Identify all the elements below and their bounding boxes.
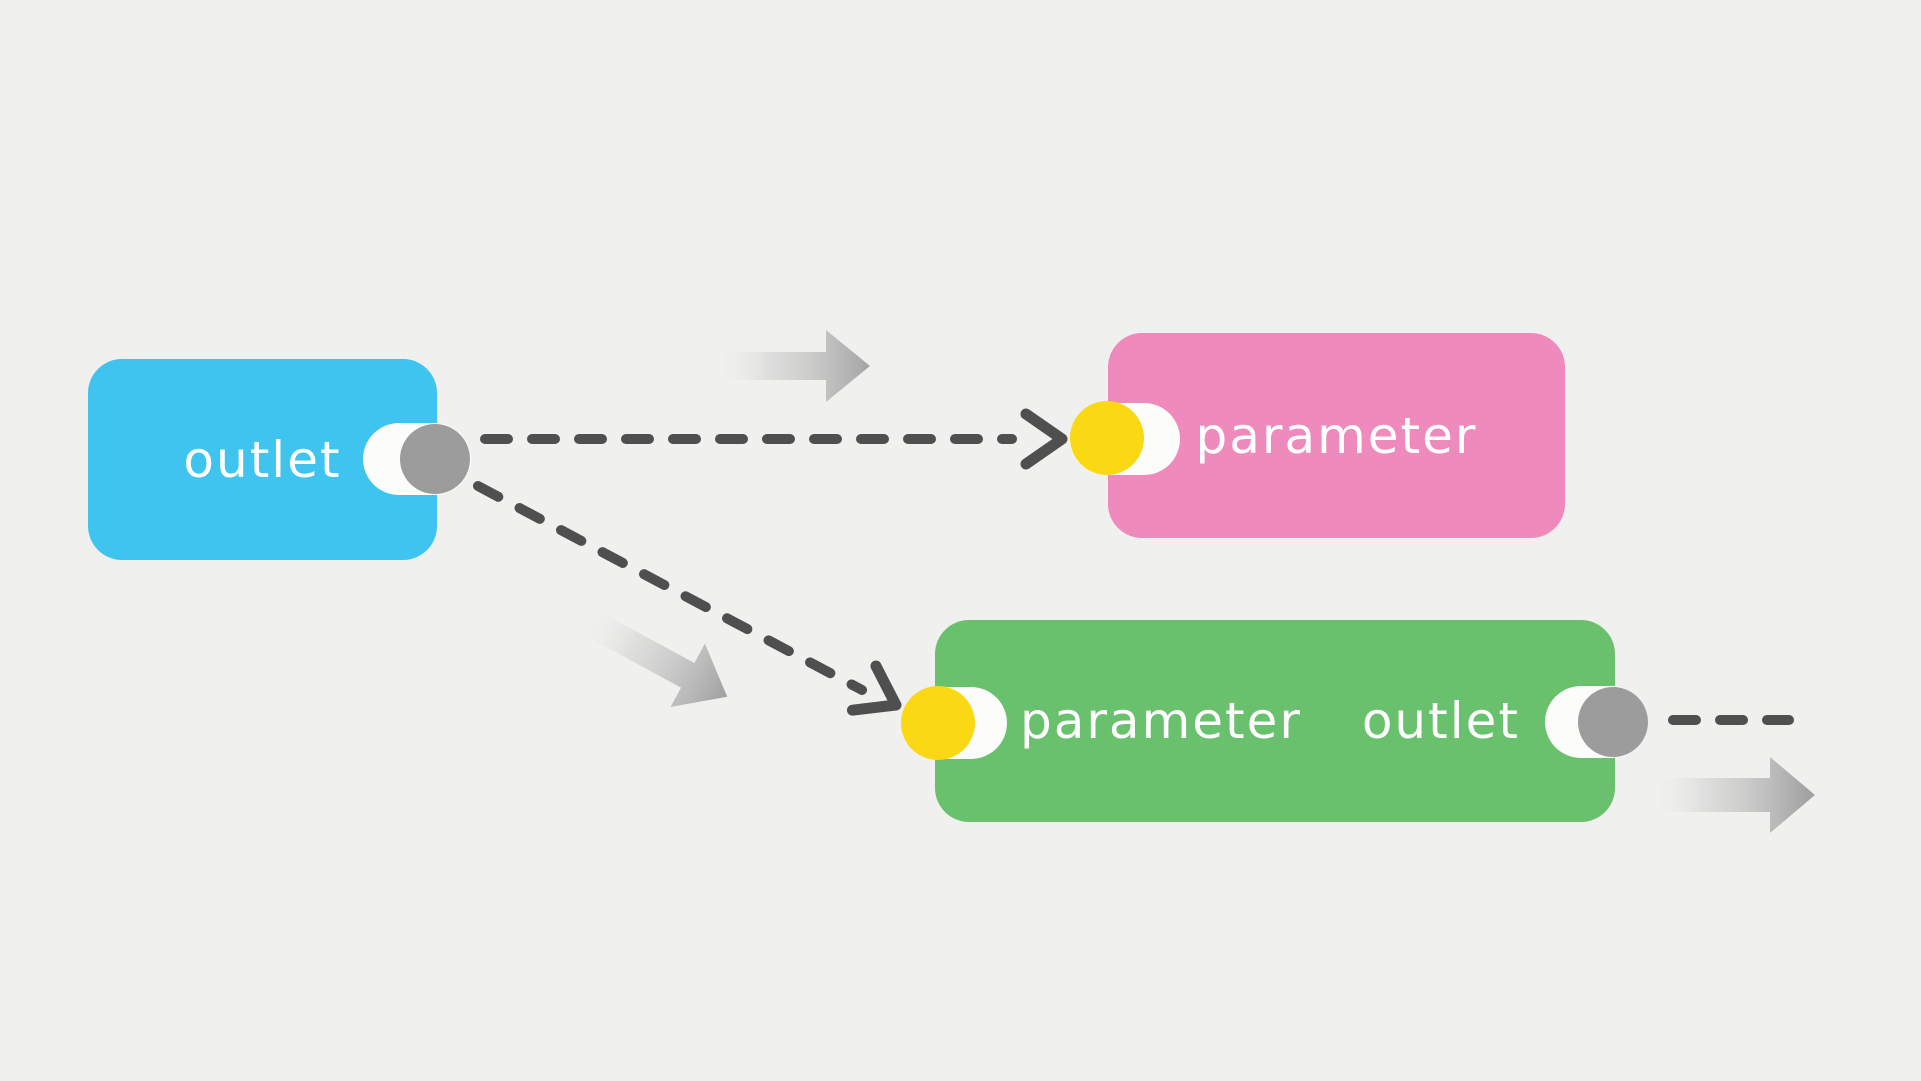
flow-direction-arrow-middle: [577, 606, 728, 707]
flow-direction-arrow-top: [712, 330, 870, 402]
connection-outlet-to-parameter-outlet: [473, 481, 867, 695]
arrowhead-icon-parameter: [1020, 408, 1068, 470]
parameter-outlet-node[interactable]: parameter outlet: [935, 620, 1615, 822]
parameter-node[interactable]: parameter: [1108, 333, 1565, 538]
parameter-in-port[interactable]: [901, 686, 975, 760]
parameter-label: parameter: [1020, 692, 1302, 750]
outlet-out-port[interactable]: [1578, 687, 1648, 757]
parameter-port[interactable]: [1070, 401, 1144, 475]
outlet-node-label: outlet: [183, 430, 342, 489]
outlet-port[interactable]: [400, 424, 470, 494]
flow-direction-arrow-bottom: [1648, 757, 1815, 833]
parameter-node-label: parameter: [1195, 406, 1478, 465]
parameter-outlet-labels: parameter outlet: [1020, 620, 1520, 822]
arrowhead-icon-parameter-outlet: [846, 660, 902, 716]
outlet-label: outlet: [1361, 692, 1520, 750]
